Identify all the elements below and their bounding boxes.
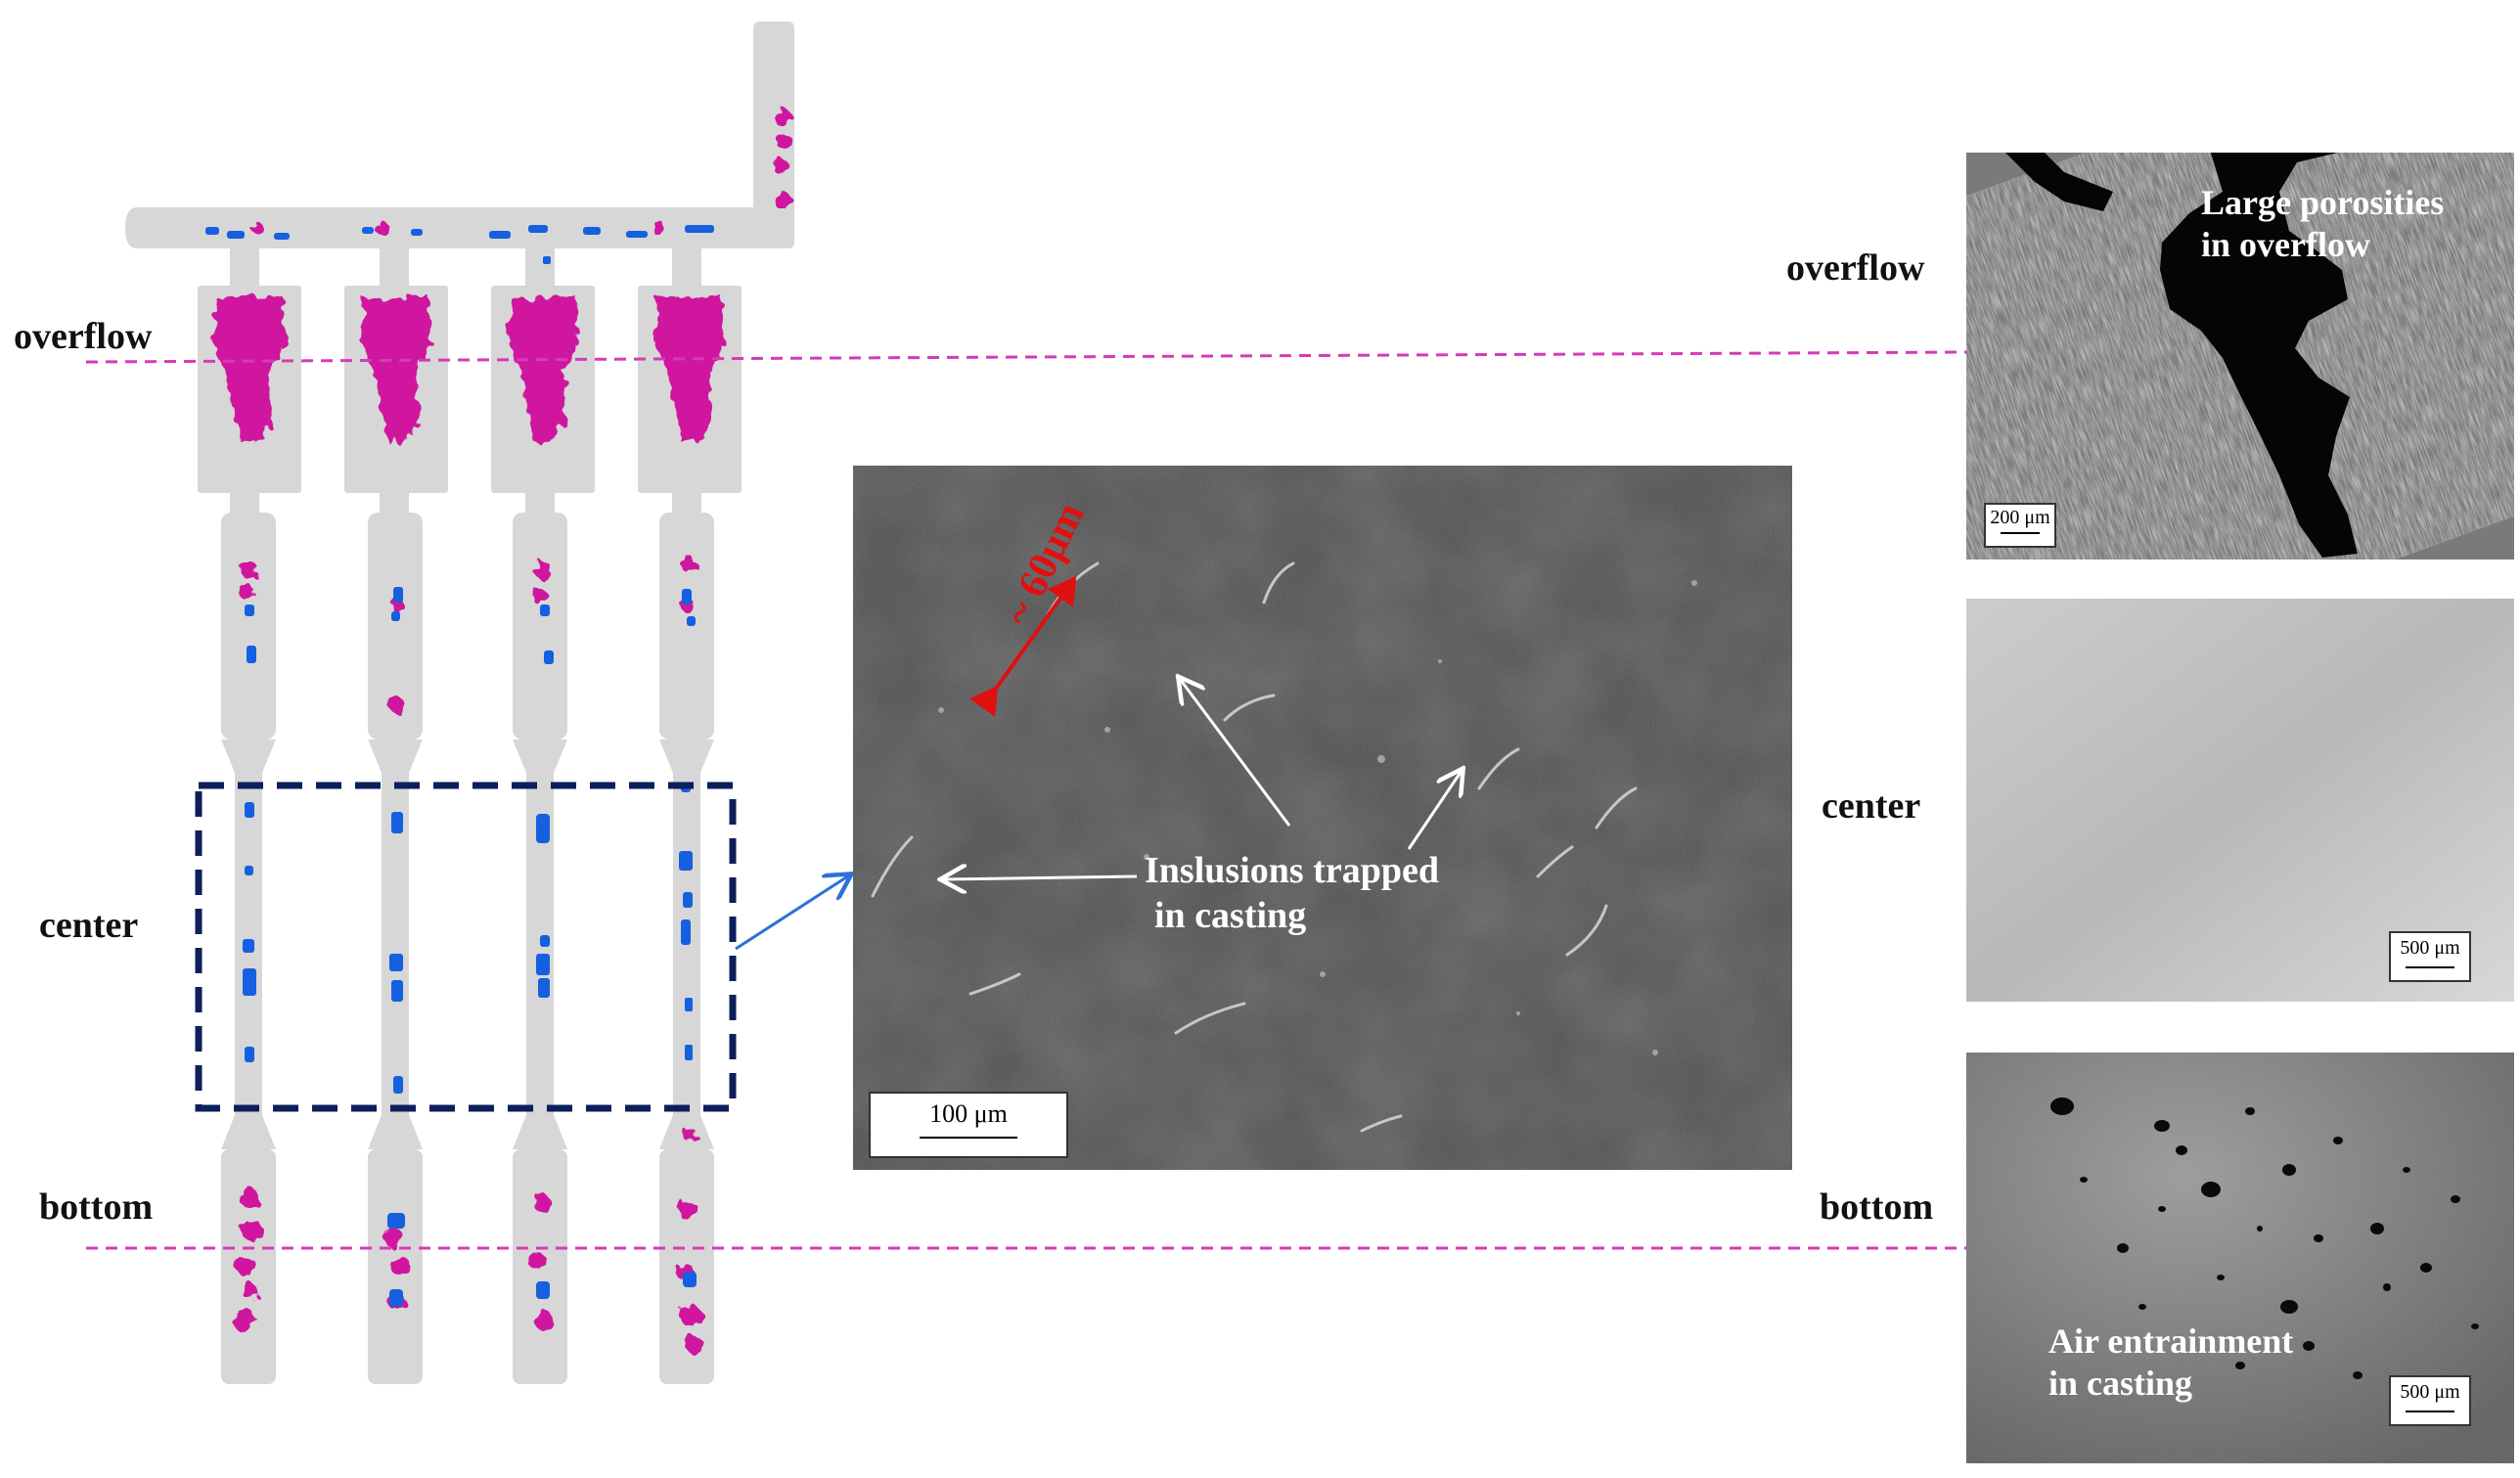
label-bottom-right: bottom	[1820, 1187, 1934, 1228]
label-center-left: center	[39, 905, 139, 946]
sem-annotation-line1: Inslusions trapped	[1145, 850, 1439, 891]
label-center-right: center	[1822, 785, 1921, 827]
overflow-caption-line1: Large porosities	[2201, 183, 2445, 222]
overflow-guide-line	[85, 350, 1967, 364]
bottom-caption-line1: Air entrainment	[2048, 1321, 2294, 1361]
label-overflow-right: overflow	[1786, 247, 1925, 289]
measure-arrow	[969, 575, 1077, 717]
micrograph-bottom: Air entrainment in casting 500 μm	[1966, 1053, 2514, 1463]
label-overflow-left: overflow	[14, 316, 153, 357]
micrograph-center: 500 μm	[1966, 599, 2514, 1002]
bottom-scalebar: 500 μm	[2389, 1375, 2471, 1426]
center-scalebar: 500 μm	[2389, 931, 2471, 982]
overflow-caption-line2: in overflow	[2201, 225, 2370, 265]
bottom-caption: Air entrainment in casting	[2048, 1321, 2293, 1405]
overflow-caption: Large porosities in overflow	[2201, 182, 2444, 266]
gas-pores	[2050, 1097, 2479, 1379]
zoom-arrow	[735, 875, 849, 951]
porosity-defects	[213, 109, 792, 1354]
sem-micrograph: ~ 60μm Inslusions trapped in casting 100…	[853, 466, 1792, 1170]
sem-annotation: Inslusions trapped in casting	[1145, 849, 1439, 938]
label-bottom-left: bottom	[39, 1187, 154, 1228]
bottom-caption-line2: in casting	[2048, 1364, 2193, 1404]
sem-scalebar: 100 μm	[869, 1092, 1068, 1158]
porosity-void	[2160, 153, 2358, 558]
overflow-scalebar: 200 μm	[1984, 503, 2056, 548]
center-selection-box	[195, 782, 737, 1112]
micrograph-overflow: Large porosities in overflow 200 μm	[1966, 153, 2514, 560]
sem-annotation-line2: in casting	[1154, 894, 1307, 936]
sprue	[753, 22, 794, 248]
